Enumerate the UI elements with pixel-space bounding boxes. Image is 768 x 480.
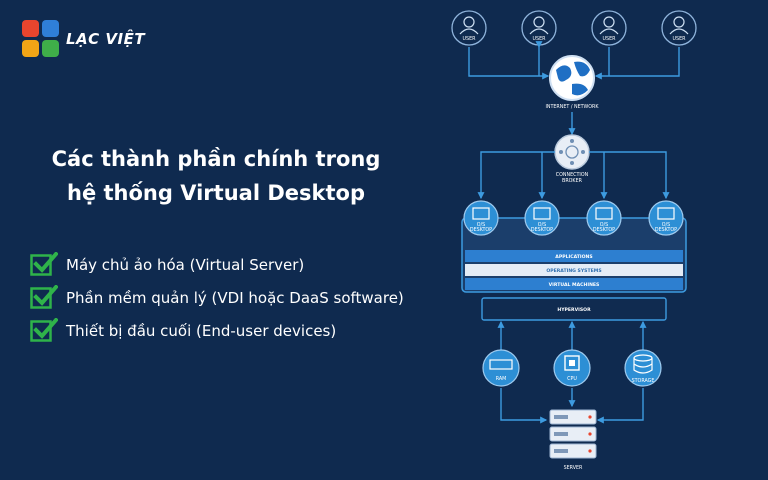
hypervisor-connectors bbox=[497, 320, 647, 350]
user-label: USER bbox=[673, 36, 687, 42]
server-connectors bbox=[500, 388, 644, 424]
user-label: USER bbox=[603, 36, 617, 42]
check-icon bbox=[30, 317, 58, 342]
user-node: USER bbox=[591, 10, 627, 46]
broker-label-2: BROKER bbox=[562, 178, 583, 184]
broker-label-1: CONNECTION bbox=[556, 172, 589, 178]
layer-virtual-machines bbox=[465, 278, 683, 290]
desktop-label: DESKTOP bbox=[470, 227, 492, 233]
diagram-canvas: USER USER USER USER INTERNET / NETWORK bbox=[451, 10, 697, 471]
list-item: Máy chủ ảo hóa (Virtual Server) bbox=[30, 248, 404, 281]
layer-applications-label: APPLICATIONS bbox=[555, 254, 592, 260]
hypervisor-box bbox=[481, 297, 667, 321]
user-label: USER bbox=[463, 36, 477, 42]
desktop-node: O/S DESKTOP bbox=[586, 200, 622, 236]
desktop-os: O/S bbox=[600, 222, 608, 228]
resource-node: CPU bbox=[553, 349, 591, 387]
logo-mark-icon bbox=[22, 20, 60, 58]
logo-wordmark: LẠC VIỆT bbox=[66, 30, 146, 48]
desktop-label: DESKTOP bbox=[531, 227, 553, 233]
desktop-node: O/S DESKTOP bbox=[648, 200, 684, 236]
network-label: INTERNET / NETWORK bbox=[545, 104, 599, 110]
broker-icon bbox=[554, 134, 590, 170]
desktop-os: O/S bbox=[538, 222, 546, 228]
user-label: USER bbox=[533, 36, 547, 42]
cpu-icon bbox=[564, 355, 580, 371]
component-text: Phần mềm quản lý (VDI hoặc DaaS software… bbox=[66, 288, 404, 307]
desktop-node: O/S DESKTOP bbox=[524, 200, 560, 236]
user-icon bbox=[533, 16, 545, 28]
broker-connectors bbox=[477, 151, 670, 200]
desktop-os: O/S bbox=[662, 222, 670, 228]
globe-icon bbox=[549, 55, 595, 101]
user-icon bbox=[603, 16, 615, 28]
server-icon bbox=[549, 409, 597, 459]
monitor-icon bbox=[657, 207, 675, 220]
server-label: SERVER bbox=[564, 465, 583, 471]
page-title-line-2: hệ thống Virtual Desktop bbox=[67, 181, 365, 205]
page-title: Các thành phần chính trong hệ thống Virt… bbox=[18, 142, 414, 210]
desktop-os: O/S bbox=[477, 222, 485, 228]
hypervisor-label: HYPERVISOR bbox=[557, 307, 591, 313]
brand-logo: LẠC VIỆT bbox=[22, 20, 145, 58]
vdi-architecture-diagram: USER USER USER USER INTERNET / NETWORK bbox=[440, 0, 768, 480]
layer-vm-label: VIRTUAL MACHINES bbox=[549, 282, 600, 288]
user-connectors bbox=[468, 41, 680, 80]
desktop-label: DESKTOP bbox=[593, 227, 615, 233]
ram-icon bbox=[489, 359, 513, 370]
check-icon bbox=[30, 284, 58, 309]
user-node: USER bbox=[451, 10, 487, 46]
resource-label: STORAGE bbox=[632, 378, 655, 384]
monitor-icon bbox=[472, 207, 490, 220]
monitor-icon bbox=[595, 207, 613, 220]
resource-label: CPU bbox=[567, 376, 577, 382]
check-icon bbox=[30, 251, 58, 276]
resource-label: RAM bbox=[496, 376, 507, 382]
desktop-node: O/S DESKTOP bbox=[463, 200, 499, 236]
resource-node: STORAGE bbox=[624, 349, 662, 387]
resource-node: RAM bbox=[482, 349, 520, 387]
component-text: Thiết bị đầu cuối (End-user devices) bbox=[66, 321, 337, 340]
user-node: USER bbox=[521, 10, 557, 46]
desktop-label: DESKTOP bbox=[655, 227, 677, 233]
list-item: Thiết bị đầu cuối (End-user devices) bbox=[30, 314, 404, 347]
layer-operating-systems bbox=[465, 264, 683, 276]
monitor-icon bbox=[533, 207, 551, 220]
user-icon bbox=[673, 16, 685, 28]
layer-os-label: OPERATING SYSTEMS bbox=[546, 268, 601, 274]
user-icon bbox=[463, 16, 475, 28]
layer-applications bbox=[465, 250, 683, 262]
page-title-line-1: Các thành phần chính trong bbox=[51, 147, 381, 171]
component-list: Máy chủ ảo hóa (Virtual Server) Phần mềm… bbox=[30, 248, 404, 347]
component-text: Máy chủ ảo hóa (Virtual Server) bbox=[66, 255, 305, 274]
user-node: USER bbox=[661, 10, 697, 46]
list-item: Phần mềm quản lý (VDI hoặc DaaS software… bbox=[30, 281, 404, 314]
